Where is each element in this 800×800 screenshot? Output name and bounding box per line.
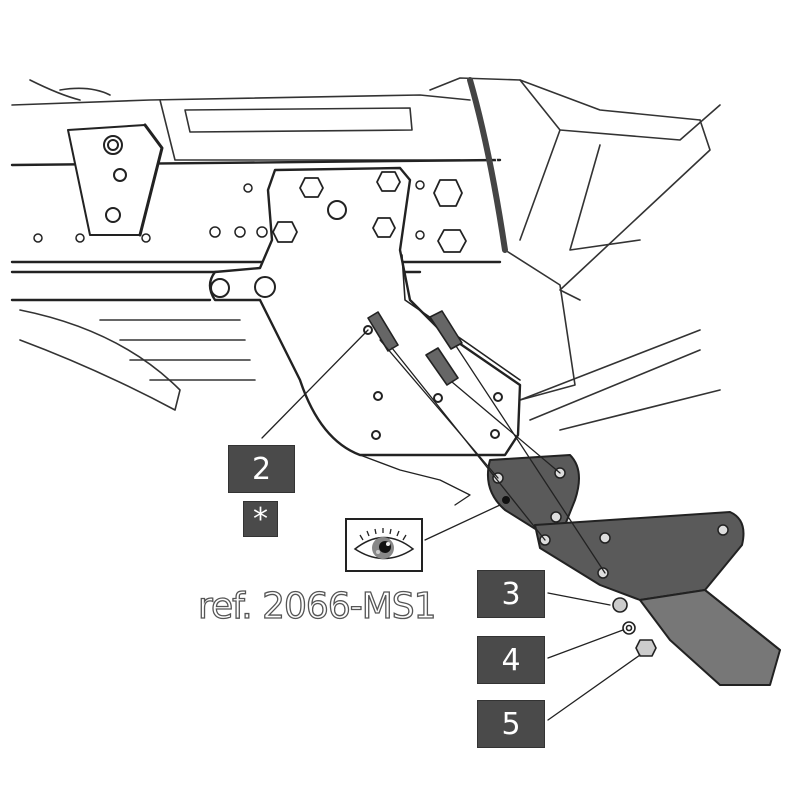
leader-lines — [261, 329, 641, 721]
inspect-callout — [345, 518, 423, 572]
callout-part-5: 5 — [477, 700, 545, 748]
callout-part-2: 2 — [228, 445, 295, 493]
reference-code: ref. 2066-MS1 — [197, 585, 437, 627]
frame-holes — [33, 180, 425, 243]
inspection-point — [502, 496, 510, 504]
bolts-part-2 — [367, 310, 463, 386]
mounting-plate-2 — [208, 166, 522, 457]
callout-part-3: 3 — [477, 570, 545, 618]
callout-part-4: 4 — [477, 636, 545, 684]
rear-bracket — [67, 123, 164, 237]
bolt-heads — [272, 171, 467, 253]
plate-holes — [492, 467, 729, 579]
hardware — [612, 597, 657, 657]
eye-icon — [353, 528, 415, 560]
callout-note-marker: * — [243, 501, 278, 537]
vehicle-body-outline — [11, 77, 721, 431]
